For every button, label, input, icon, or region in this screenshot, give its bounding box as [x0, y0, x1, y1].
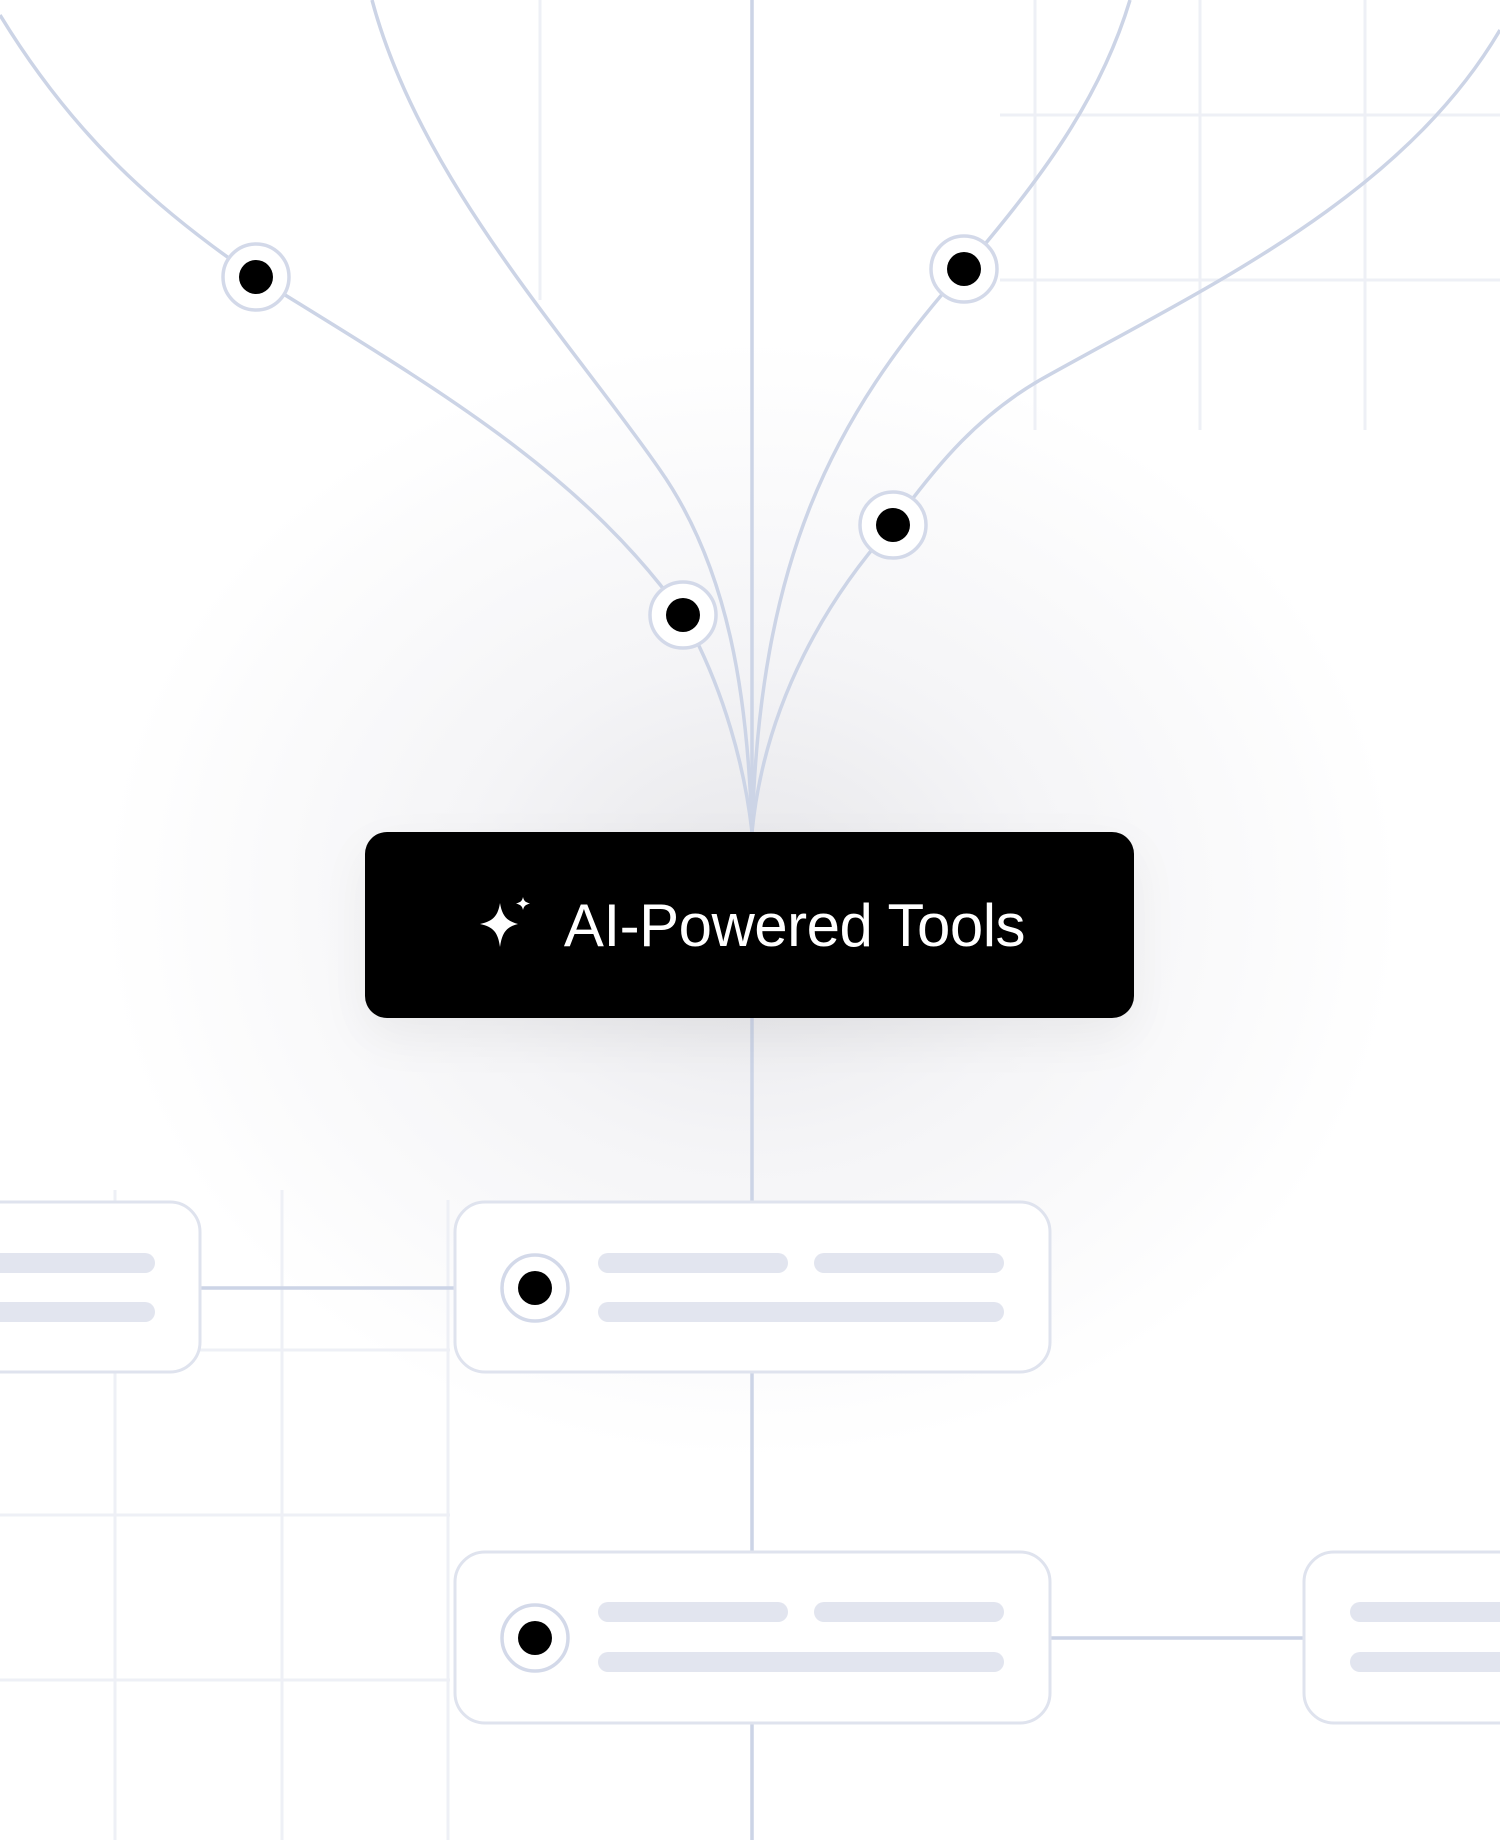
- input-node[interactable]: [858, 490, 928, 560]
- card-node-indicator: [500, 1603, 570, 1673]
- placeholder-bar: [814, 1602, 1004, 1622]
- connector-path: [891, 29, 1500, 527]
- card-node-indicator: [500, 1253, 570, 1323]
- output-card[interactable]: [0, 1200, 202, 1374]
- input-node[interactable]: [648, 580, 718, 650]
- output-card[interactable]: [453, 1200, 1052, 1374]
- connector-path: [750, 523, 895, 833]
- connector-path: [0, 14, 257, 279]
- placeholder-bar: [598, 1253, 788, 1273]
- connector-path: [255, 275, 685, 617]
- placeholder-bar: [0, 1253, 155, 1273]
- placeholder-bar: [598, 1302, 1004, 1322]
- connector-path: [370, 0, 754, 833]
- placeholder-bar: [598, 1602, 788, 1622]
- input-node[interactable]: [929, 234, 999, 304]
- output-card[interactable]: [1302, 1550, 1500, 1725]
- placeholder-bar: [598, 1652, 1004, 1672]
- button-label: AI-Powered Tools: [563, 891, 1026, 959]
- placeholder-bar: [1350, 1652, 1500, 1672]
- input-node[interactable]: [221, 242, 291, 312]
- sparkle-icon: [479, 897, 530, 947]
- ai-powered-tools-button[interactable]: AI-Powered Tools: [365, 832, 1134, 1018]
- connector-path: [750, 267, 966, 833]
- connector-path: [962, 0, 1132, 271]
- output-card[interactable]: [453, 1550, 1052, 1725]
- placeholder-bar: [1350, 1602, 1500, 1622]
- placeholder-bar: [0, 1302, 155, 1322]
- placeholder-bar: [814, 1253, 1004, 1273]
